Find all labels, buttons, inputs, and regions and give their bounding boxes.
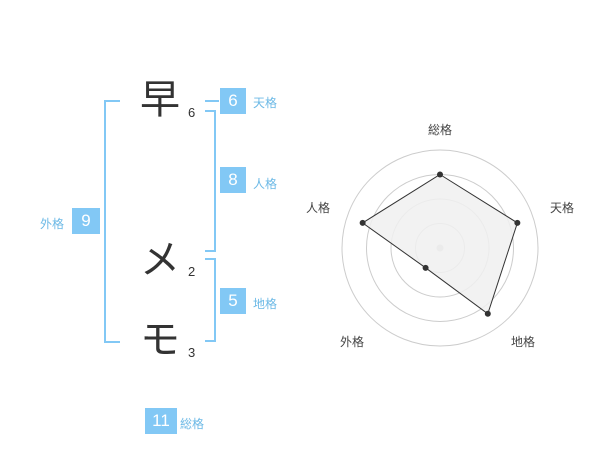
- soukaku-label: 総格: [180, 417, 205, 431]
- radar-axis-label-chikaku: 地格: [511, 335, 536, 349]
- radar-ring: [341, 149, 539, 347]
- stroke-count-3: 3: [188, 345, 196, 360]
- jinkaku-label: 人格: [253, 177, 278, 191]
- chikaku-label: 地格: [253, 297, 278, 311]
- name-char-3: モ: [140, 317, 180, 363]
- radar-axis-label-jinkaku: 人格: [306, 201, 331, 215]
- radar-point-1: [514, 219, 521, 226]
- jinkaku-value: 8: [220, 167, 246, 193]
- stroke-count-1: 6: [188, 105, 196, 120]
- radar-axis-label-soukaku: 総格: [428, 123, 453, 137]
- gaikaku-value: 9: [72, 208, 100, 234]
- radar-axis-label-gaikaku: 外格: [340, 335, 365, 349]
- tenkaku-connector: [205, 100, 219, 102]
- name-char-1: 早: [140, 77, 180, 123]
- chikaku-value: 5: [220, 288, 246, 314]
- jinkaku-bracket: [205, 110, 216, 252]
- radar-point-4: [359, 219, 366, 226]
- tenkaku-label: 天格: [253, 96, 278, 110]
- radar-point-0: [437, 171, 443, 178]
- gaikaku-bracket: [104, 100, 120, 343]
- gaikaku-label: 外格: [40, 217, 65, 231]
- soukaku-value: 11: [145, 408, 177, 434]
- stroke-count-2: 2: [188, 264, 196, 279]
- name-char-2: メ: [140, 237, 180, 283]
- radar-point-3: [422, 264, 429, 271]
- chikaku-bracket: [205, 258, 216, 342]
- radar-axis-label-tenkaku: 天格: [550, 201, 575, 215]
- radar-area: [361, 173, 518, 315]
- radar-point-2: [484, 310, 491, 317]
- radar-points: [359, 171, 521, 317]
- tenkaku-value: 6: [220, 88, 246, 114]
